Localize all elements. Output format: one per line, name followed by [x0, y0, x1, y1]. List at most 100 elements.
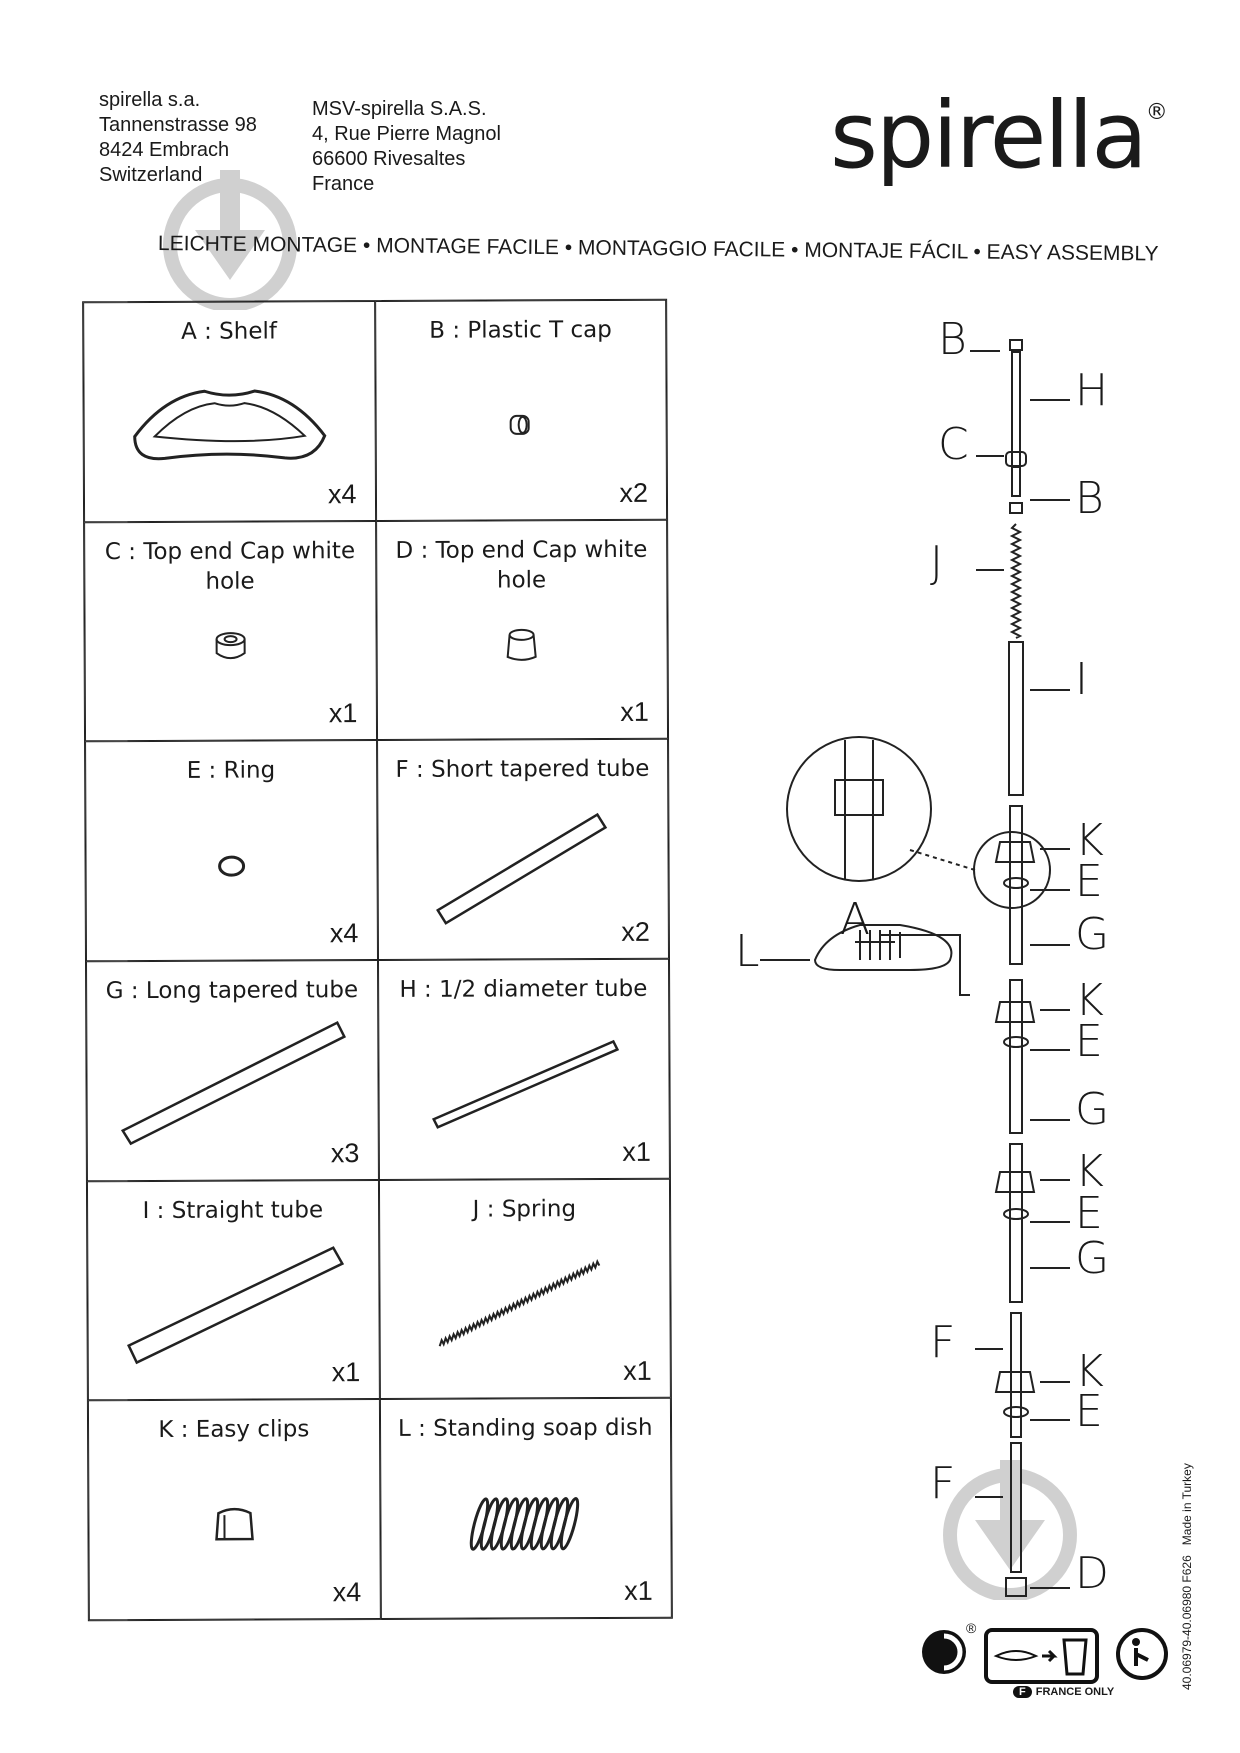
address-line: MSV-spirella S.A.S.	[312, 98, 487, 120]
cap-hole-icon	[212, 629, 248, 668]
diagram-label-e: E	[1075, 856, 1103, 907]
clip-icon	[212, 1503, 256, 1552]
diagram-label-g: G	[1075, 909, 1110, 960]
tube-h-lower	[1011, 465, 1021, 497]
registered-mark: ®	[966, 1620, 977, 1636]
cap-d	[1005, 1577, 1027, 1597]
diagram-label-k: K	[1075, 975, 1104, 1026]
part-caption: L : Standing soap dish	[397, 1415, 653, 1443]
part-quantity: x1	[331, 1357, 361, 1388]
tube-h	[1011, 351, 1021, 468]
registered-mark: ®	[1145, 100, 1168, 125]
diagram-label-k: K	[1075, 815, 1104, 866]
part-cell-tube-short: F : Short tapered tube x2	[376, 739, 669, 960]
brand-name: spirella	[830, 82, 1148, 189]
tube-short-icon	[428, 799, 619, 935]
diagram-label-g: G	[1075, 1084, 1110, 1135]
part-quantity: x2	[621, 916, 650, 947]
diagram-label-e: E	[1075, 1016, 1103, 1067]
part-cell-spring: J : Spring x1	[378, 1178, 671, 1400]
tube-long-icon	[112, 1015, 353, 1161]
part-caption: D : Top end Cap white hole	[395, 536, 648, 594]
diagram-label-f: F	[930, 1458, 956, 1509]
assembly-diagram	[760, 339, 1070, 1597]
green-dot-icon	[922, 1630, 966, 1674]
ring-icon	[216, 854, 246, 883]
product-info: 40.06979-40.06980 F626 Made in Turkey	[1180, 1463, 1194, 1690]
part-caption: E : Ring	[186, 757, 276, 785]
diagram-label-b: B	[1075, 473, 1104, 524]
address-france: MSV-spirella S.A.S. 4, Rue Pierre Magnol…	[312, 97, 501, 197]
part-caption: F : Short tapered tube	[395, 756, 650, 784]
part-quantity: x1	[328, 698, 358, 729]
tube-g	[1009, 1143, 1023, 1303]
diagram-label-f: F	[930, 1317, 956, 1368]
part-quantity: x1	[624, 1575, 653, 1606]
part-cell-t-cap: B : Plastic T cap x2	[374, 299, 668, 521]
diagram-label-a: A	[840, 894, 871, 945]
diagram-label-l: L	[735, 926, 760, 977]
diagram-label-h: H	[1075, 365, 1109, 416]
diagram-label-c: C	[938, 419, 969, 470]
diagram-label-e: E	[1075, 1188, 1103, 1239]
spring-icon	[435, 1253, 615, 1359]
part-quantity: x4	[332, 1577, 362, 1608]
address-line: spirella s.a.	[99, 89, 201, 111]
diagram-label-d: D	[1075, 1548, 1109, 1599]
t-cap-b	[1009, 502, 1023, 514]
brand-logo: spirella®	[830, 82, 1168, 189]
t-cap-b	[1009, 339, 1023, 351]
diagram-label-g: G	[1075, 1233, 1110, 1284]
diagram-label-k: K	[1075, 1146, 1104, 1197]
address-line: France	[312, 173, 375, 195]
address-line: 4, Rue Pierre Magnol	[312, 123, 501, 145]
tube-f	[1010, 1442, 1022, 1573]
diagram-label-j: J	[930, 537, 943, 588]
part-caption: K : Easy clips	[158, 1416, 310, 1444]
part-caption: H : 1/2 diameter tube	[399, 975, 648, 1003]
part-cell-tube-thin: H : 1/2 diameter tube x1	[377, 958, 670, 1180]
tube-straight-icon	[118, 1240, 349, 1376]
tube-f	[1010, 1312, 1022, 1438]
address-line: 66600 Rivesaltes	[312, 148, 466, 170]
product-code: 40.06979-40.06980 F626	[1180, 1555, 1194, 1690]
france-only-label: FRANCE ONLY	[1035, 1686, 1115, 1698]
part-quantity: x3	[330, 1137, 360, 1168]
t-cap-icon	[506, 410, 536, 445]
tube-thin-icon	[424, 1034, 624, 1140]
cap-icon	[504, 627, 540, 668]
part-quantity: x1	[622, 1136, 651, 1167]
diagram-label-b: B	[938, 314, 967, 365]
address-line: Tannenstrasse 98	[99, 114, 257, 136]
part-cell-clip: K : Easy clips x4	[87, 1399, 381, 1621]
diagram-label-e: E	[1075, 1386, 1103, 1437]
soap-dish-icon	[466, 1488, 586, 1564]
part-caption: C : Top end Cap white hole	[104, 537, 356, 595]
made-in: Made in Turkey	[1180, 1463, 1194, 1546]
part-cell-tube-long: G : Long tapered tube x3	[86, 960, 379, 1181]
tidyman-icon	[1116, 1628, 1168, 1680]
part-caption: B : Plastic T cap	[429, 316, 612, 344]
part-cell-soap-dish: L : Standing soap dish x1	[379, 1398, 672, 1619]
tube-i	[1008, 641, 1024, 796]
diagram-label-k: K	[1075, 1346, 1104, 1397]
clip-k-group	[994, 841, 1036, 1418]
part-quantity: x4	[327, 478, 357, 509]
part-caption: G : Long tapered tube	[105, 977, 359, 1005]
cap-c	[1005, 451, 1027, 467]
watermark-icon	[163, 170, 297, 310]
shelf-a	[813, 924, 953, 971]
address-line: 8424 Embrach	[99, 139, 230, 161]
part-caption: J : Spring	[472, 1195, 577, 1223]
part-quantity: x1	[620, 697, 649, 728]
part-quantity: x2	[619, 477, 649, 508]
part-cell-cap: D : Top end Cap white hole x1	[375, 519, 669, 741]
part-quantity: x1	[623, 1356, 652, 1387]
address-line: Switzerland	[99, 164, 203, 186]
